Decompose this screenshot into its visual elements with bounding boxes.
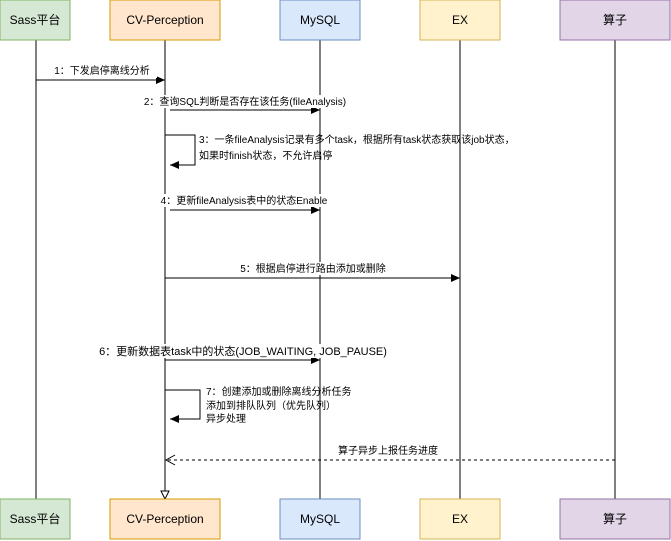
participant-label: Sass平台 xyxy=(10,511,61,526)
message-label: 5：根据启停进行路由添加或删除 xyxy=(240,262,386,275)
message-arrow xyxy=(165,134,196,169)
participant-ex-bottom[interactable]: EX xyxy=(419,498,501,540)
participant-box xyxy=(559,498,671,540)
participant-box xyxy=(419,498,501,540)
message-label: 2：查询SQL判断是否存在该任务(fileAnalysis) xyxy=(144,95,346,108)
participant-box xyxy=(419,0,501,41)
label-bg xyxy=(225,262,401,275)
label-bg xyxy=(150,194,338,207)
message-arrow xyxy=(165,389,201,423)
message-5[interactable]: 5：根据启停进行路由添加或删除 xyxy=(165,262,460,282)
message-label: 4：更新fileAnalysis表中的状态Enable xyxy=(161,194,328,207)
participant-box xyxy=(279,0,361,41)
label-bg xyxy=(130,95,360,108)
participant-box xyxy=(559,0,671,41)
participant-label: 算子 xyxy=(603,511,627,526)
message-label-line-3: 异步处理 xyxy=(206,413,246,425)
message-label: 1：下发启停离线分析 xyxy=(54,64,150,77)
message-label-line-2: 添加到排队队列（优先队列） xyxy=(206,399,336,412)
participant-box xyxy=(109,0,221,41)
participant-label: MySQL xyxy=(300,13,340,27)
lifeline-end-arrow-cv xyxy=(160,490,170,501)
message-6[interactable]: 6：更新数据表task中的状态(JOB_WAITING, JOB_PAUSE) xyxy=(84,344,404,364)
message-3[interactable]: 3：一条fileAnalysis记录有多个task，根据所有task状态获取该j… xyxy=(165,133,515,169)
message-label: 6：更新数据表task中的状态(JOB_WAITING, JOB_PAUSE) xyxy=(99,344,387,358)
message-label: 算子异步上报任务进度 xyxy=(338,444,438,457)
message-label-line-2: 如果时finish状态，不允许启停 xyxy=(199,149,332,162)
participant-cv-top[interactable]: CV-Perception xyxy=(109,0,221,41)
participant-op-bottom[interactable]: 算子 xyxy=(559,498,671,540)
message-label-line-1: 7：创建添加或删除离线分析任务 xyxy=(206,385,352,398)
participant-box xyxy=(279,498,361,540)
participant-label: EX xyxy=(452,13,468,27)
participant-box xyxy=(0,0,71,41)
participant-op-top[interactable]: 算子 xyxy=(559,0,671,41)
participant-mysql-top[interactable]: MySQL xyxy=(279,0,361,41)
participant-ex-top[interactable]: EX xyxy=(419,0,501,41)
participant-sass-top[interactable]: Sass平台 xyxy=(0,0,71,41)
label-bg xyxy=(84,344,404,358)
message-2[interactable]: 2：查询SQL判断是否存在该任务(fileAnalysis) xyxy=(130,95,360,114)
participant-cv-bottom[interactable]: CV-Perception xyxy=(109,498,221,540)
message-label-line-1: 3：一条fileAnalysis记录有多个task，根据所有task状态获取该j… xyxy=(199,133,515,146)
participant-label: Sass平台 xyxy=(10,12,61,27)
participant-mysql-bottom[interactable]: MySQL xyxy=(279,498,361,540)
message-8[interactable]: 算子异步上报任务进度 xyxy=(164,444,615,466)
participant-box xyxy=(0,498,71,540)
participant-label: 算子 xyxy=(603,12,627,27)
message-4[interactable]: 4：更新fileAnalysis表中的状态Enable xyxy=(150,194,338,214)
participant-sass-bottom[interactable]: Sass平台 xyxy=(0,498,71,540)
participant-box xyxy=(109,498,221,540)
participant-label: EX xyxy=(452,512,468,526)
message-1[interactable]: 1：下发启停离线分析 xyxy=(36,64,165,84)
participant-label: CV-Perception xyxy=(126,13,203,27)
participant-label: MySQL xyxy=(300,512,340,526)
label-bg xyxy=(47,65,157,78)
message-7[interactable]: 7：创建添加或删除离线分析任务 添加到排队队列（优先队列） 异步处理 xyxy=(165,385,352,425)
label-bg xyxy=(328,444,448,457)
participant-label: CV-Perception xyxy=(126,512,203,526)
